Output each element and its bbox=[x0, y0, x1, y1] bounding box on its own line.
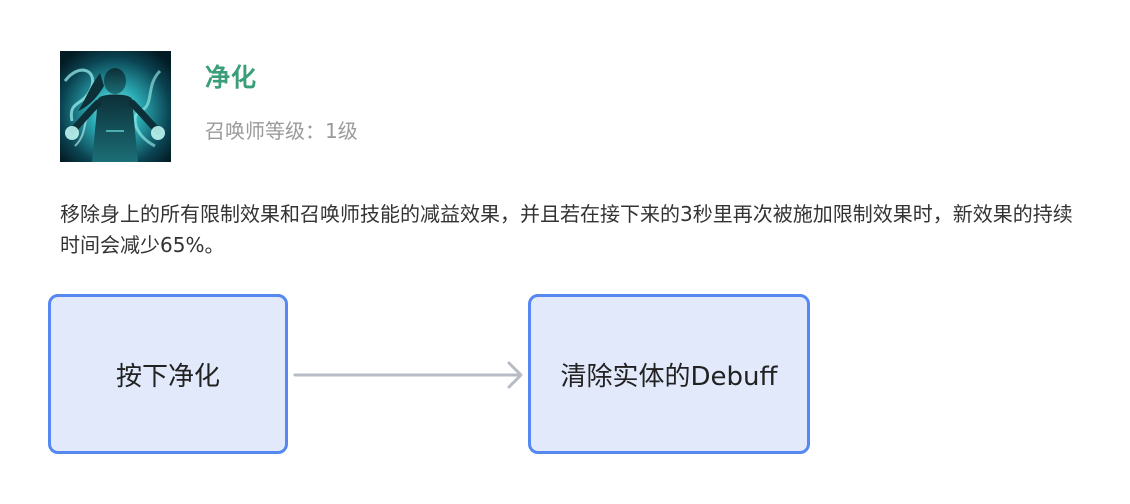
flow-node-label: 按下净化 bbox=[115, 361, 220, 392]
cleanse-spell-icon bbox=[60, 51, 171, 162]
flow-node-press-cleanse: 按下净化 bbox=[48, 294, 288, 454]
flow-arrow bbox=[293, 361, 523, 389]
spell-level: 召唤师等级：1级 bbox=[205, 119, 358, 143]
flow-node-label: 清除实体的Debuff bbox=[560, 361, 778, 392]
spell-name: 净化 bbox=[205, 63, 258, 92]
flow-node-clear-debuff: 清除实体的Debuff bbox=[528, 294, 810, 454]
spell-description: 移除身上的所有限制效果和召唤师技能的减益效果，并且若在接下来的3秒里再次被施加限… bbox=[60, 202, 1073, 257]
